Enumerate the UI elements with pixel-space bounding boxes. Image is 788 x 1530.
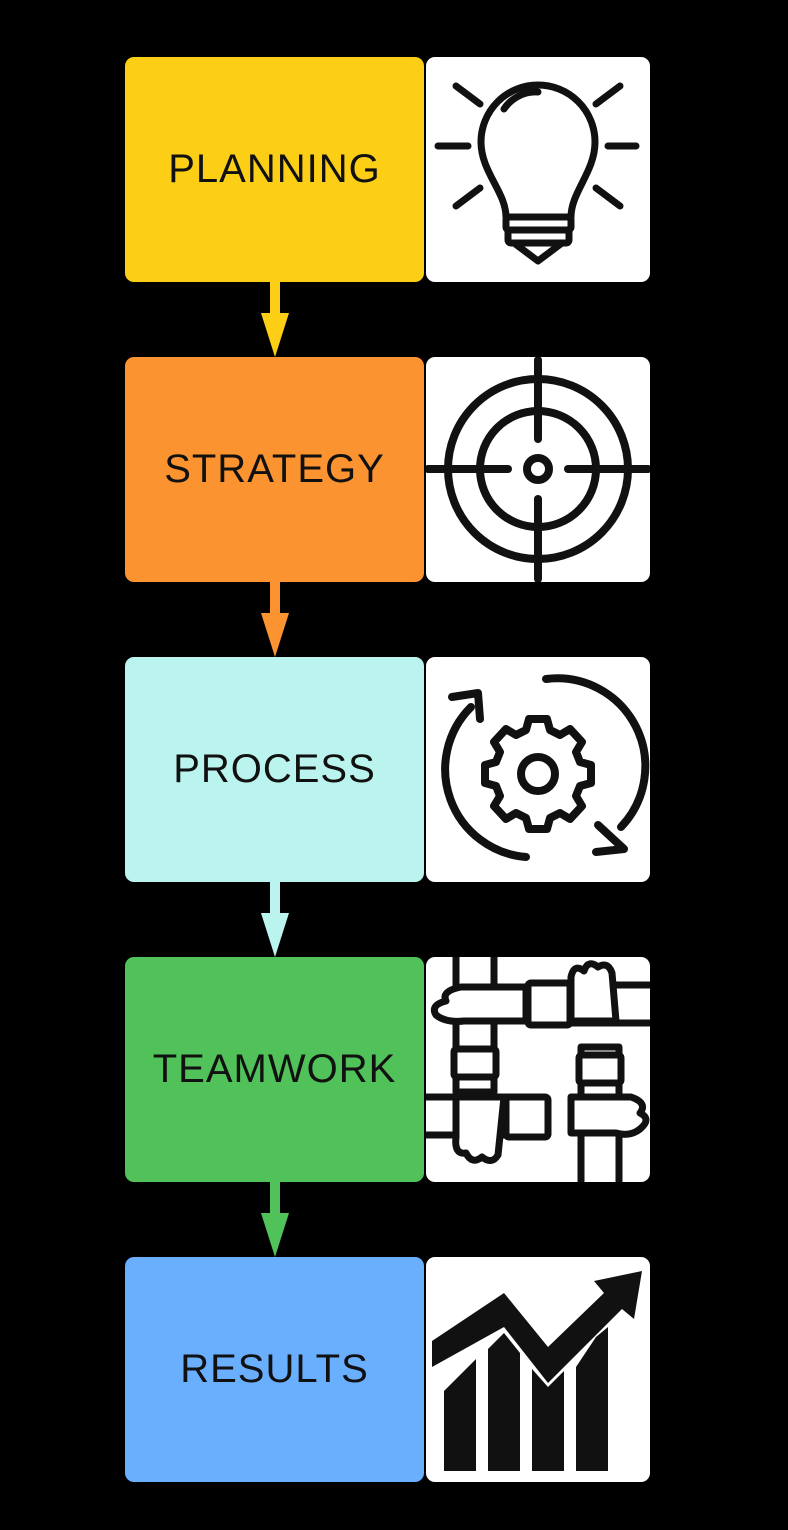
step-process: PROCESS xyxy=(125,657,650,882)
step-planning: PLANNING xyxy=(125,57,650,282)
planning-label: PLANNING xyxy=(168,147,381,191)
results-label: RESULTS xyxy=(180,1347,369,1391)
step-teamwork: TEAMWORK xyxy=(125,957,650,1182)
target-crosshair-icon xyxy=(426,357,650,582)
results-icon-box xyxy=(426,1257,650,1482)
arrow-planning-to-strategy xyxy=(258,281,292,357)
growth-chart-icon xyxy=(432,1271,642,1471)
arrow-teamwork-to-results xyxy=(258,1181,292,1257)
process-label-box: PROCESS xyxy=(125,657,424,882)
process-icon-box xyxy=(426,657,650,882)
teamwork-label: TEAMWORK xyxy=(152,1047,397,1091)
lightbulb-icon xyxy=(434,81,640,265)
step-strategy: STRATEGY xyxy=(125,357,650,582)
gear-cycle-icon xyxy=(441,674,650,861)
strategy-label-box: STRATEGY xyxy=(125,357,424,582)
process-label: PROCESS xyxy=(173,747,376,791)
joined-hands-icon xyxy=(426,957,650,1182)
strategy-icon-box xyxy=(426,357,650,582)
arrow-process-to-teamwork xyxy=(258,881,292,957)
step-results: RESULTS xyxy=(125,1257,650,1482)
teamwork-label-box: TEAMWORK xyxy=(125,957,424,1182)
planning-label-box: PLANNING xyxy=(125,57,424,282)
strategy-label: STRATEGY xyxy=(164,447,385,491)
arrow-strategy-to-process xyxy=(258,581,292,657)
results-label-box: RESULTS xyxy=(125,1257,424,1482)
teamwork-icon-box xyxy=(426,957,650,1182)
planning-icon-box xyxy=(426,57,650,282)
